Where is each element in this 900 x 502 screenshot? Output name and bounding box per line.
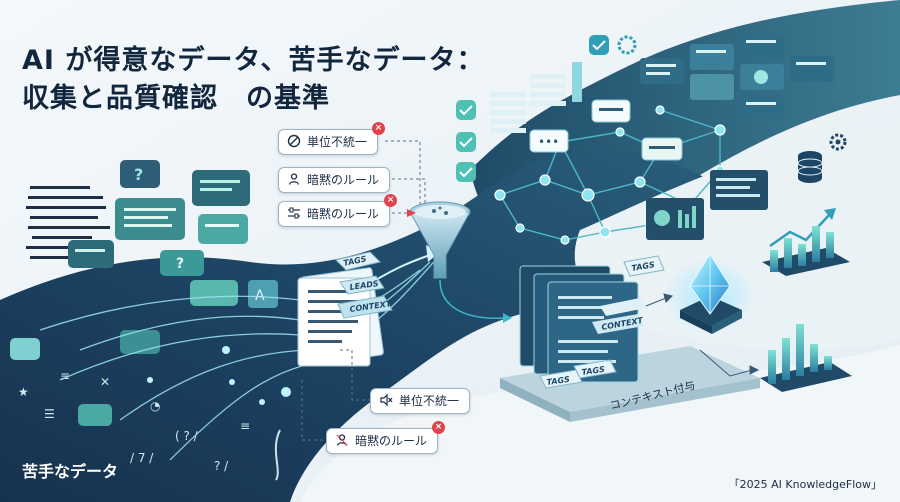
copyright-text: 「2025 AI KnowledgeFlow」 xyxy=(728,478,882,491)
callout-label: 暗黙のルール xyxy=(307,207,380,221)
title-line-1: AI が得意なデータ、苦手なデータ： xyxy=(22,45,485,76)
svg-text:✕: ✕ xyxy=(100,375,110,389)
crystal-core xyxy=(664,253,756,334)
callout-unit-inconsistency-bottom: 単位不統一 xyxy=(370,388,471,414)
svg-text:?: ? xyxy=(134,165,143,184)
processed-document-stack: CONTEXT TAGS xyxy=(519,255,665,383)
callout-implicit-rule-top-2: 暗黙のルール × xyxy=(278,194,398,227)
svg-text:◔: ◔ xyxy=(150,399,160,413)
callout-implicit-rule-top-1: 暗黙のルール xyxy=(278,167,391,193)
stream-dots xyxy=(147,346,291,405)
callout-label: 単位不統一 xyxy=(307,135,368,149)
incoming-tag-1: LEADS xyxy=(349,279,379,292)
svg-text:? /: ? / xyxy=(214,459,229,473)
svg-text:★: ★ xyxy=(18,385,29,399)
chat-bubbles-left: ? ? A xyxy=(10,160,278,426)
filter-funnel xyxy=(409,201,471,279)
sliders-icon xyxy=(288,207,300,219)
scatter-glyphs: ≡ ✕ ★ ☰ ◔ ( ? / / 7 / ? / ≡ xyxy=(18,369,250,473)
incoming-document-stack xyxy=(297,267,384,367)
error-badge: × xyxy=(384,194,398,207)
svg-text:/ 7 /: / 7 / xyxy=(130,451,154,465)
base-tags: TAGS TAGS xyxy=(539,359,617,389)
bar-chart-lower xyxy=(760,324,852,392)
error-badge: × xyxy=(432,421,446,434)
svg-text:≡: ≡ xyxy=(60,369,70,383)
title-line-2: 収集と品質確認 の基準 xyxy=(22,83,330,114)
mini-table xyxy=(490,62,582,133)
no-entry-icon xyxy=(287,134,301,148)
gear-icon xyxy=(829,133,847,151)
mute-icon xyxy=(380,393,393,407)
callout-label: 単位不統一 xyxy=(399,394,460,408)
callout-label: 暗黙のルール xyxy=(355,434,428,448)
svg-text:☰: ☰ xyxy=(44,407,55,421)
core-connectors xyxy=(645,293,760,377)
data-lines-left xyxy=(26,186,110,259)
callout-unit-inconsistency-top: 単位不統一 × xyxy=(278,122,386,155)
incoming-tags: TAGS LEADS CONTEXT xyxy=(335,251,393,319)
bottom-left-label: 苦手なデータ xyxy=(22,462,119,481)
person-icon xyxy=(288,173,300,185)
callout-implicit-rule-bottom: 暗黙のルール × xyxy=(326,421,446,454)
svg-text:A: A xyxy=(255,288,265,304)
page-title: AI が得意なデータ、苦手なデータ： 収集と品質確認 の基準 xyxy=(22,42,485,118)
svg-text:≡: ≡ xyxy=(240,419,250,433)
base-tag-1: TAGS xyxy=(581,365,606,377)
svg-text:( ? /: ( ? / xyxy=(175,429,199,443)
svg-text:•••: ••• xyxy=(538,135,559,149)
check-icons xyxy=(456,35,637,182)
database-icon xyxy=(797,151,823,183)
svg-text:?: ? xyxy=(176,256,184,272)
stack-tag-0: TAGS xyxy=(631,260,656,273)
bar-chart-upper xyxy=(762,226,850,276)
analytics-panels xyxy=(646,170,768,240)
person-icon xyxy=(336,434,348,446)
base-tag-0: TAGS xyxy=(546,375,571,387)
dashboard-panels xyxy=(640,34,834,119)
callout-label: 暗黙のルール xyxy=(307,173,380,187)
error-badge: × xyxy=(372,122,386,135)
